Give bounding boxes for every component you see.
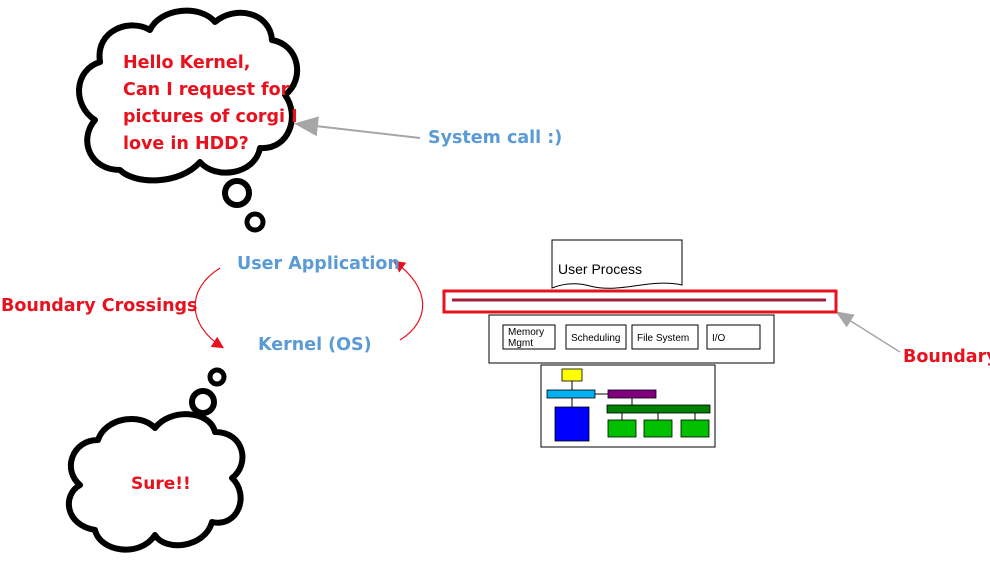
module-label-io: I/O (712, 333, 726, 344)
module-box-filesystem (631, 324, 699, 350)
crossing-arrow-up (393, 260, 424, 341)
hw-yellow-block (561, 368, 583, 382)
boundary-pointer-arrow (835, 311, 901, 353)
module-label-filesystem: File System (637, 333, 690, 344)
thought-cloud-top (76, 7, 301, 233)
module-box-memory (502, 324, 556, 350)
hw-green-device (643, 419, 673, 438)
thought-bubble-dot (207, 367, 227, 387)
thought-cloud-bottom (65, 367, 246, 553)
hw-green-device (680, 419, 710, 438)
hw-green-device (607, 419, 637, 438)
hw-blue-block (554, 406, 590, 442)
boundary-label: Boundary (903, 347, 990, 367)
hardware-diagram (540, 364, 716, 448)
hw-cyan-bar (546, 389, 596, 399)
crossing-arrow-down (194, 267, 225, 349)
module-box-scheduling (565, 324, 627, 350)
thought-bubble-dot (244, 211, 266, 233)
module-label-scheduling: Scheduling (571, 333, 621, 344)
user-process-label: User Process (558, 261, 643, 277)
user-application-label: User Application (237, 254, 400, 274)
module-label-memory: Memory Mgmt (508, 327, 545, 349)
boundary-crossings-label: Boundary Crossings (1, 296, 198, 316)
cloud-top-line: Hello Kernel, (123, 53, 251, 73)
system-call-arrow (294, 116, 421, 139)
module-box-io (706, 324, 761, 350)
cloud-top-line: Can I request for (123, 80, 290, 100)
kernel-label: Kernel (OS) (258, 335, 372, 355)
thought-bubble-dot (222, 178, 252, 208)
hw-green-bus (606, 404, 711, 414)
cloud-top-line: pictures of corgi I (123, 107, 298, 127)
cloud-top-line: love in HDD? (123, 134, 249, 154)
hw-purple-bar (607, 389, 657, 399)
user-process-shape (551, 239, 683, 289)
system-call-label: System call :) (428, 128, 563, 148)
thought-bubble-dot (189, 388, 217, 416)
cloud-top-message: Hello Kernel, Can I request for pictures… (123, 50, 298, 158)
cloud-bottom-message: Sure!! (131, 474, 191, 494)
